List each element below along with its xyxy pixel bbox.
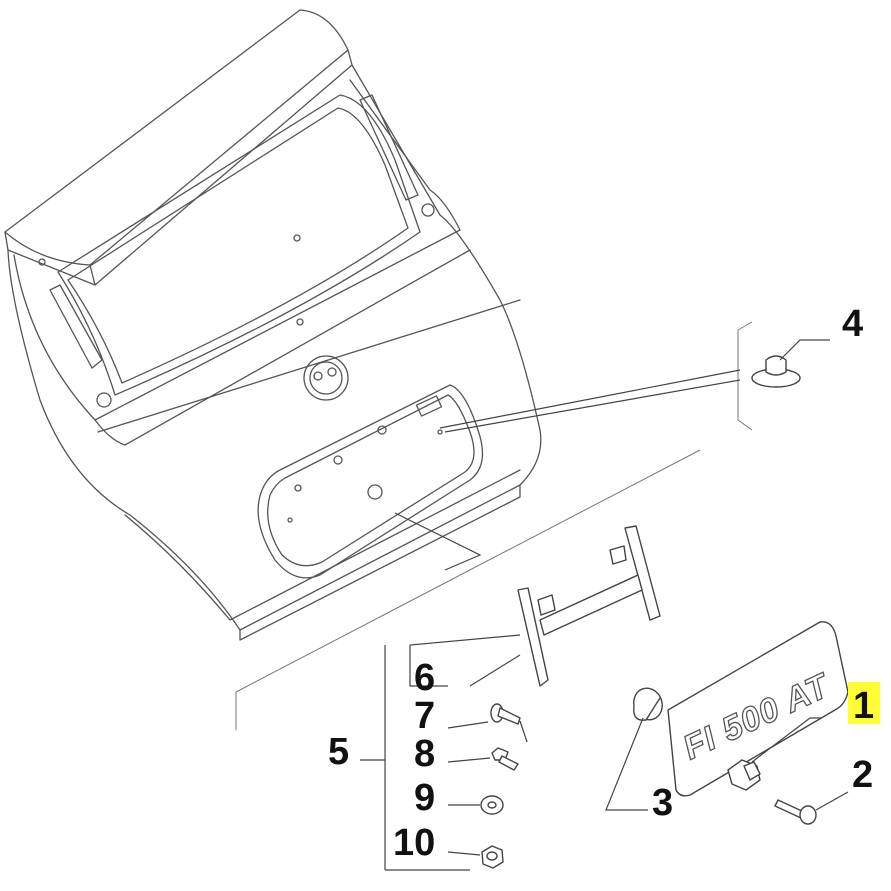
part-2-clip <box>727 717 822 791</box>
callout-9: 9 <box>414 777 435 819</box>
part-4-grommet <box>751 339 830 388</box>
part-9-washer <box>448 795 504 815</box>
callout-4: 4 <box>842 303 863 345</box>
part-3-cap <box>605 687 663 811</box>
part-6-bracket <box>409 525 661 687</box>
callout-5: 5 <box>328 731 349 773</box>
callout-numbers: 1 2 3 4 5 6 7 8 9 10 <box>328 303 880 864</box>
callout-2: 2 <box>852 754 873 796</box>
callout-6: 6 <box>414 657 435 699</box>
tailgate-drawing <box>4 9 701 730</box>
part-2-screw <box>774 791 849 825</box>
callout-1-highlight <box>848 682 880 724</box>
callout-1: 1 <box>853 685 874 727</box>
part-10-nut <box>447 845 504 869</box>
part-1-badge: FI 500 AT <box>667 621 849 797</box>
part-8-screw <box>447 747 519 771</box>
callout-10: 10 <box>393 822 435 864</box>
part-7-rivet <box>447 703 528 743</box>
callout-8: 8 <box>414 733 435 775</box>
callout-3: 3 <box>652 782 673 824</box>
callout-7: 7 <box>414 695 435 737</box>
